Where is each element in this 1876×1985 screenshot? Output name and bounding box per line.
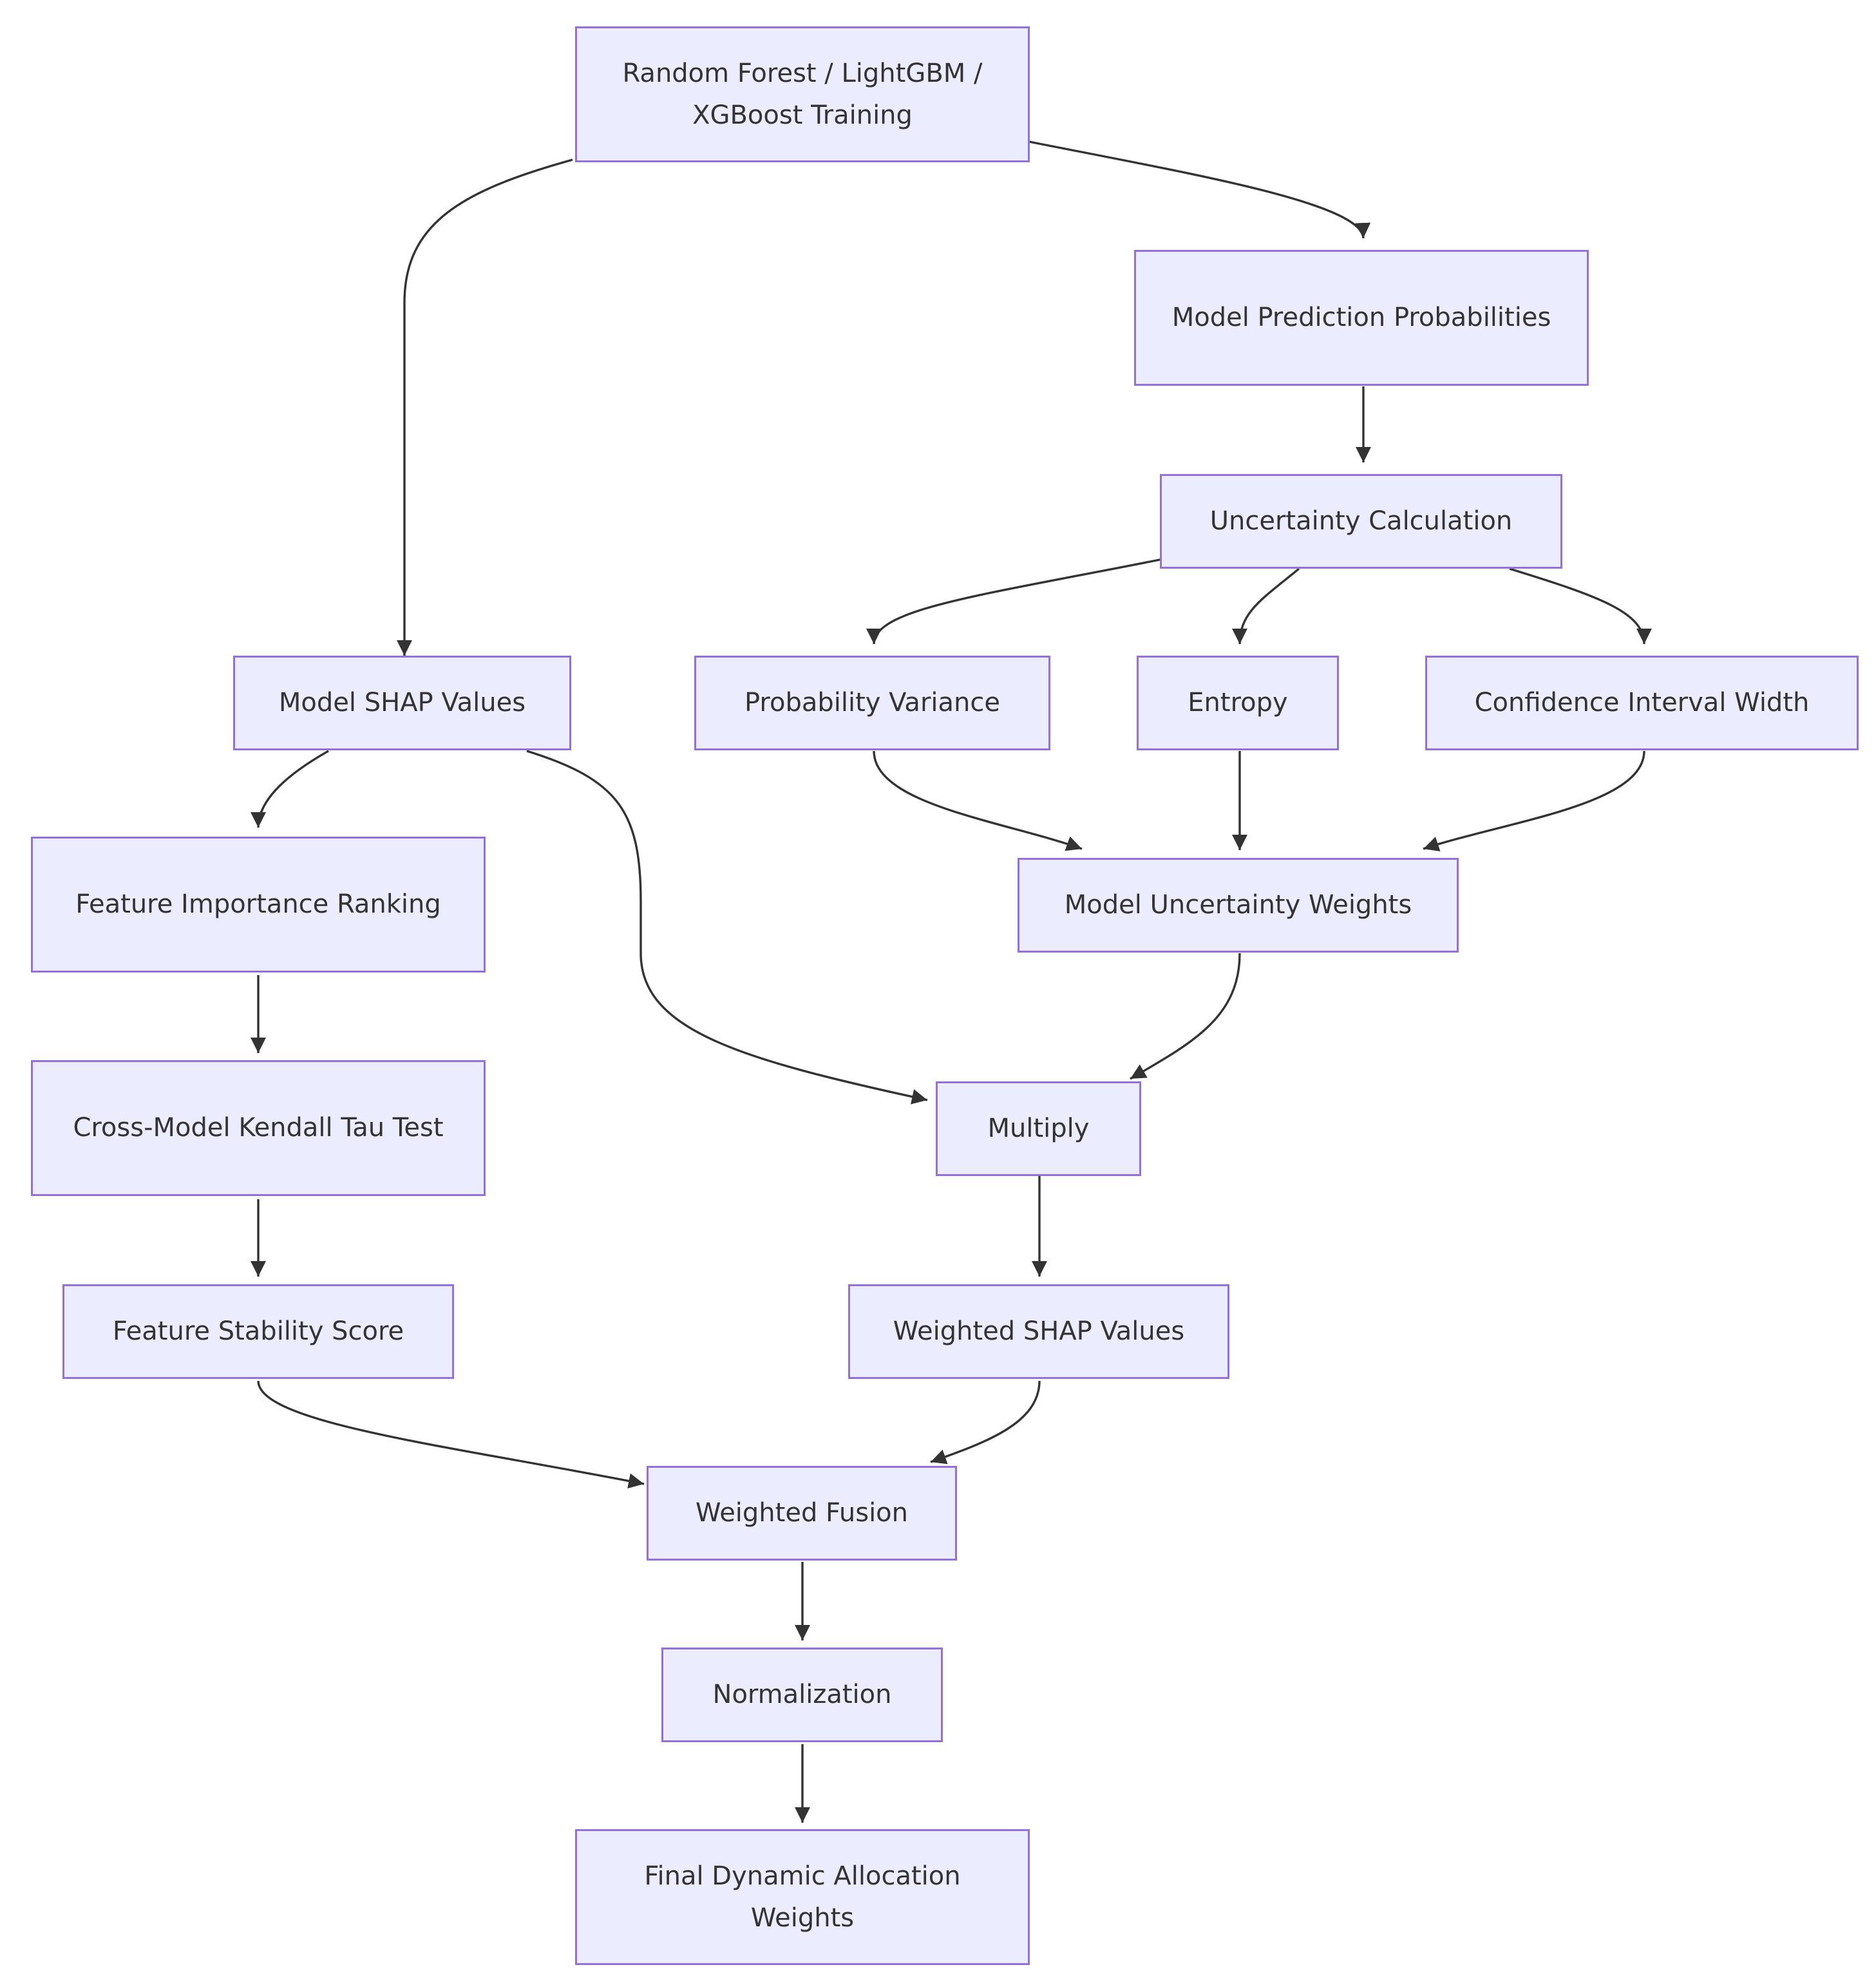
node-stability: Feature Stability Score <box>62 1284 454 1379</box>
edge-training-to-shap <box>397 158 573 656</box>
edge-variance-to-unc-weights <box>873 750 1083 851</box>
edge-training-to-prediction <box>1028 140 1371 239</box>
node-ci-width-label: Confidence Interval Width <box>1474 688 1810 717</box>
node-entropy: Entropy <box>1137 656 1339 750</box>
node-multiply-label: Multiply <box>987 1114 1090 1143</box>
node-importance: Feature Importance Ranking <box>31 837 486 973</box>
node-shap: Model SHAP Values <box>233 656 571 750</box>
node-variance-label: Probability Variance <box>744 688 1000 717</box>
node-shap-label: Model SHAP Values <box>278 688 526 717</box>
edge-stability-to-fusion <box>257 1380 645 1489</box>
edge-uncertainty-to-entropy <box>1232 567 1300 645</box>
node-final-label: Final Dynamic Allocation Weights <box>644 1861 961 1933</box>
node-uncertainty-label: Uncertainty Calculation <box>1209 506 1513 536</box>
node-entropy-label: Entropy <box>1188 688 1288 717</box>
edge-uncertainty-to-variance <box>866 558 1164 645</box>
node-unc-weights: Model Uncertainty Weights <box>1018 858 1459 953</box>
node-final: Final Dynamic Allocation Weights <box>575 1829 1030 1965</box>
node-prediction: Model Prediction Probabilities <box>1134 250 1589 386</box>
node-fusion: Weighted Fusion <box>647 1466 957 1561</box>
node-importance-label: Feature Importance Ranking <box>75 889 441 919</box>
node-unc-weights-label: Model Uncertainty Weights <box>1064 890 1412 920</box>
node-kendall-label: Cross-Model Kendall Tau Test <box>73 1113 444 1143</box>
node-weighted-shap-label: Weighted SHAP Values <box>893 1316 1185 1346</box>
node-variance: Probability Variance <box>694 656 1050 750</box>
node-training: Random Forest / LightGBM / XGBoost Train… <box>575 26 1030 162</box>
edge-shap-to-multiply <box>526 750 928 1105</box>
edge-shap-to-importance <box>251 750 329 828</box>
node-weighted-shap: Weighted SHAP Values <box>848 1284 1229 1379</box>
node-kendall: Cross-Model Kendall Tau Test <box>31 1060 486 1196</box>
edge-unc-weights-to-multiply <box>1130 953 1241 1080</box>
node-multiply: Multiply <box>936 1081 1141 1176</box>
node-normalization: Normalization <box>661 1648 943 1742</box>
node-training-label: Random Forest / LightGBM / XGBoost Train… <box>622 58 983 130</box>
node-prediction-label: Model Prediction Probabilities <box>1171 303 1551 332</box>
node-ci-width: Confidence Interval Width <box>1425 656 1859 750</box>
node-uncertainty: Uncertainty Calculation <box>1160 474 1562 569</box>
node-normalization-label: Normalization <box>712 1680 892 1709</box>
node-stability-label: Feature Stability Score <box>112 1316 404 1346</box>
edge-ci-width-to-unc-weights <box>1423 750 1645 851</box>
edge-weighted-shap-to-fusion <box>930 1380 1041 1465</box>
edge-uncertainty-to-ci-width <box>1509 567 1652 645</box>
node-fusion-label: Weighted Fusion <box>695 1498 909 1528</box>
